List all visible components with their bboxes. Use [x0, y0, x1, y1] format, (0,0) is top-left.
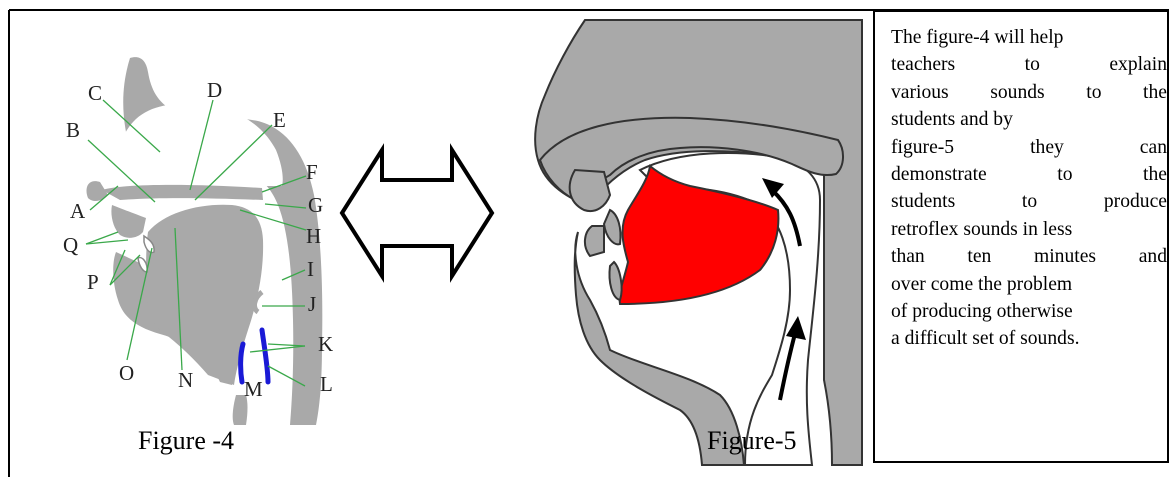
label-N: N: [178, 368, 193, 392]
description-line: students to produce: [891, 188, 1167, 215]
description-line: of producing otherwise: [891, 298, 1167, 325]
description-line: various sounds to the: [891, 79, 1167, 106]
label-P: P: [87, 270, 99, 294]
description-line: students and by: [891, 106, 1167, 133]
description-line: teachers to explain: [891, 51, 1167, 78]
label-K: K: [318, 332, 333, 356]
label-C: C: [88, 81, 102, 105]
figure-4-hard-palate: [102, 185, 263, 200]
figure-4-epiglottis: [255, 292, 262, 312]
figure-5-upper-lip: [570, 170, 610, 211]
label-G: G: [308, 193, 323, 217]
label-H: H: [306, 224, 321, 248]
label-I: I: [307, 257, 314, 281]
description-box: The figure-4 will help teachers to expla…: [873, 10, 1169, 463]
label-J: J: [308, 292, 316, 316]
label-E: E: [273, 108, 286, 132]
description-line: The figure-4 will help: [891, 24, 1167, 51]
label-M: M: [244, 377, 263, 401]
description-line: over come the problem: [891, 271, 1167, 298]
figure-4-vocal-tract-diagram: A B C D E F G H I J K L M N O P Q: [63, 57, 333, 425]
label-O: O: [119, 361, 134, 385]
figure-4-caption: Figure -4: [138, 426, 234, 456]
figure-4-vocal-fold-right: [262, 330, 268, 382]
description-line: a difficult set of sounds.: [891, 325, 1167, 352]
figure-4-tongue: [146, 205, 263, 385]
description-line: demonstrate to the: [891, 161, 1167, 188]
label-D: D: [207, 78, 222, 102]
description-line: than ten minutes and: [891, 243, 1167, 270]
figure-5-caption: Figure-5: [707, 426, 797, 456]
label-Q: Q: [63, 233, 78, 257]
label-A: A: [70, 199, 86, 223]
description-text: The figure-4 will help teachers to expla…: [891, 24, 1167, 353]
description-line: retroflex sounds in less: [891, 216, 1167, 243]
figure-4-vocal-fold-left: [241, 344, 243, 382]
description-line: figure-5 they can: [891, 134, 1167, 161]
label-L: L: [320, 372, 333, 396]
label-F: F: [306, 160, 318, 184]
figure-4-nasal-cavity: [115, 104, 283, 186]
figure-5-lower-teeth-2: [609, 262, 621, 300]
figure-5-lower-lip: [585, 226, 604, 256]
figure-5-lower-teeth: [604, 210, 621, 244]
figure-5-retroflex-diagram: [535, 20, 862, 465]
label-B: B: [66, 118, 80, 142]
